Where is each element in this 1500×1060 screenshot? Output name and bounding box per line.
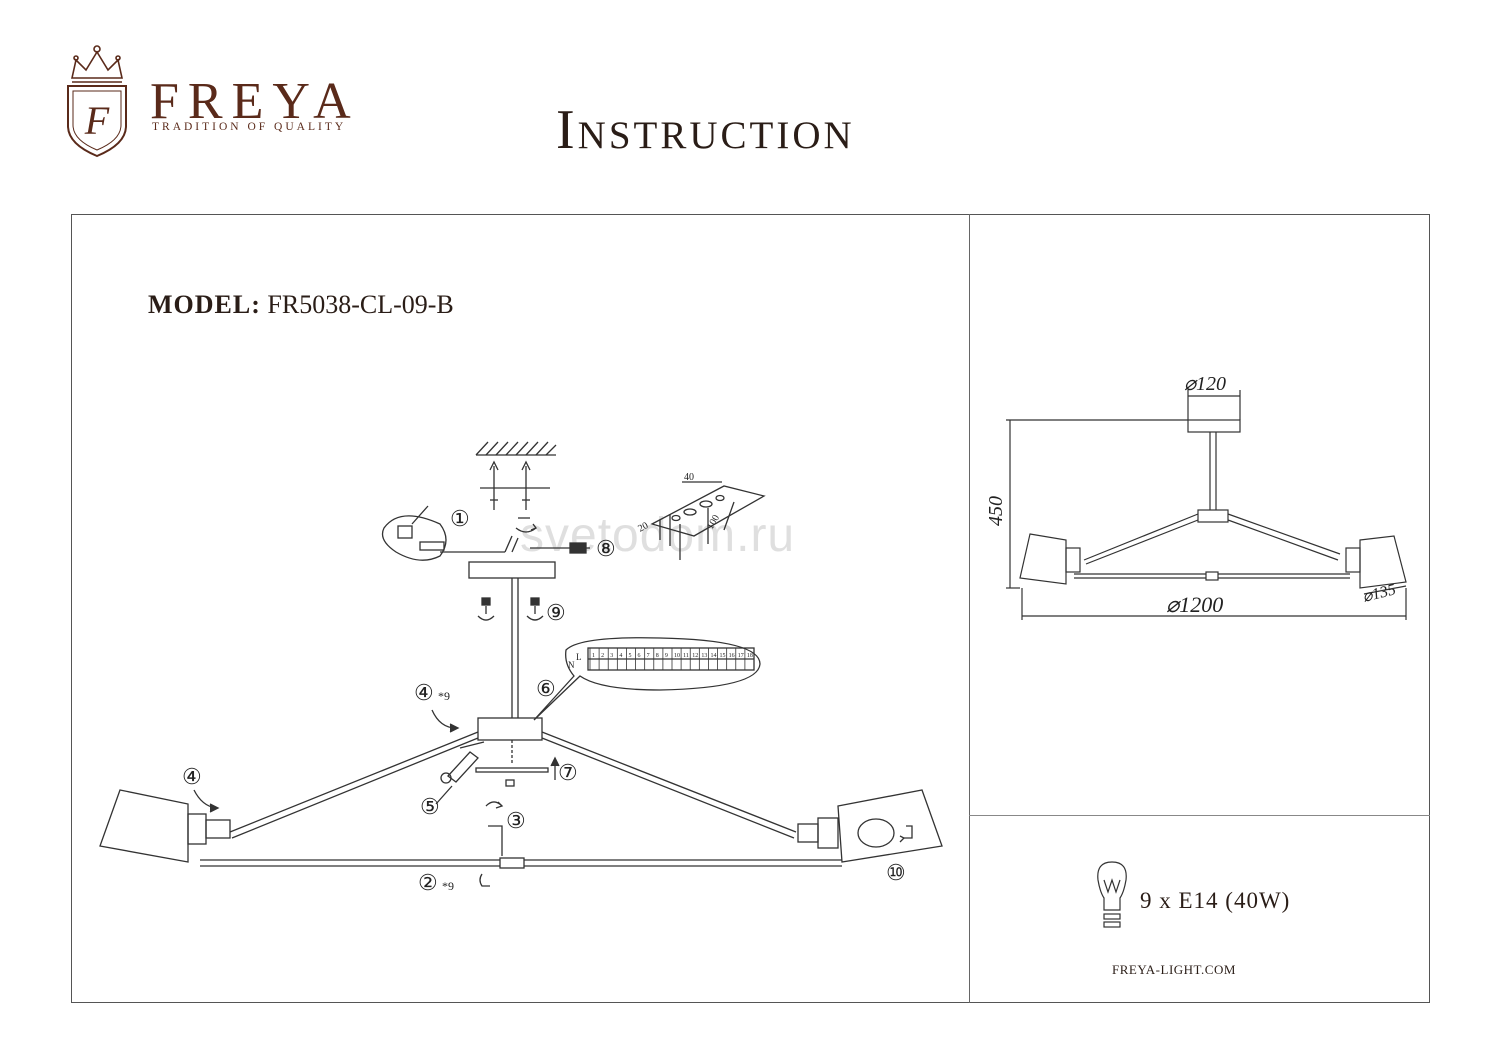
screw-icon xyxy=(530,542,590,554)
hole-table-column: 11 xyxy=(683,653,689,659)
step-4-shade: ④ xyxy=(182,764,202,789)
step-4-multiplier: *9 xyxy=(438,689,450,703)
horizontal-divider xyxy=(969,815,1430,816)
hole-table-callout xyxy=(533,637,761,721)
step-2: ② xyxy=(418,870,438,895)
wiring-detail-icon xyxy=(381,505,519,561)
page-title: Instruction xyxy=(556,99,855,161)
step-5: ⑤ xyxy=(420,794,440,819)
vertical-divider xyxy=(969,214,970,1003)
hole-table-column: 14 xyxy=(710,653,716,659)
right-shade-icon xyxy=(797,789,943,863)
model-value: FR5038-CL-09-B xyxy=(267,290,454,319)
hole-table-column: 4 xyxy=(619,653,622,659)
dim-height: 450 xyxy=(985,496,1007,526)
step-3: ③ xyxy=(506,808,526,833)
crown-icon xyxy=(71,45,123,83)
model-line: MODEL: FR5038-CL-09-B xyxy=(148,290,454,320)
step-1: ① xyxy=(450,506,470,531)
hole-table-column: 16 xyxy=(729,653,735,659)
watermark: svetodom.ru xyxy=(520,509,796,562)
brand-name: FREYA xyxy=(150,73,360,130)
ceiling-hatch-icon xyxy=(475,441,557,456)
step-9: ⑨ xyxy=(546,600,566,625)
bulb-spec: 9 x E14 (40W) xyxy=(1140,888,1291,913)
hole-table-column: 7 xyxy=(647,653,650,659)
dimension-drawing: ⌀120 450 ⌀1200 ⌀135 xyxy=(985,373,1407,620)
hole-table-column: 17 xyxy=(738,653,744,659)
brand-tagline: TRADITION OF QUALITY xyxy=(152,121,347,133)
step-10: ⑩ xyxy=(886,860,906,885)
light-bulb-icon xyxy=(1097,861,1127,928)
step-2-multiplier: *9 xyxy=(442,879,454,893)
hole-table-column: 1 xyxy=(592,653,595,659)
canopy-screw-icon xyxy=(477,597,544,621)
logo-letter: F xyxy=(84,98,110,143)
hole-table-label-l: L xyxy=(576,652,582,662)
canopy-icon xyxy=(468,561,556,579)
hole-table-column: 6 xyxy=(638,653,641,659)
hole-table-column: 12 xyxy=(692,653,698,659)
step-4-hub: ④ xyxy=(414,680,434,705)
dim-shade: ⌀135 xyxy=(1361,581,1398,606)
dim-canopy: ⌀120 xyxy=(1184,373,1226,395)
hole-table-column: 10 xyxy=(674,653,680,659)
hole-table-column: 13 xyxy=(701,653,707,659)
plate-dim-b: 20 xyxy=(636,520,650,534)
step-6: ⑥ xyxy=(536,676,556,701)
step-8: ⑧ xyxy=(596,536,616,561)
mounting-plate-icon xyxy=(650,481,766,560)
hole-table-column: 2 xyxy=(601,653,604,659)
right-shade-outline xyxy=(1359,535,1407,589)
dim-span: ⌀1200 xyxy=(1166,592,1223,617)
left-shade-icon xyxy=(99,789,231,863)
bulb-icon xyxy=(857,818,895,848)
hole-table-column: 15 xyxy=(720,653,726,659)
hub-icon xyxy=(477,717,543,741)
hole-table-column: 5 xyxy=(628,653,631,659)
freya-crest-logo: F xyxy=(67,45,127,158)
hole-table-column: 3 xyxy=(610,653,613,659)
canopy-outline xyxy=(1187,419,1241,433)
hole-table-column: 9 xyxy=(665,653,668,659)
hole-table-column: 8 xyxy=(656,653,659,659)
plate-dim-a: 40 xyxy=(684,472,694,483)
website-link[interactable]: FREYA-LIGHT.COM xyxy=(1112,962,1236,977)
hole-table-label-n: N xyxy=(568,660,575,670)
step-7: ⑦ xyxy=(558,760,578,785)
hole-table-column: 18 xyxy=(747,653,753,659)
ceiling-bracket-icon xyxy=(480,460,550,533)
shield-icon xyxy=(67,85,127,158)
hex-key-icon xyxy=(485,801,504,856)
model-label: MODEL: xyxy=(148,290,261,319)
wrench-icon xyxy=(440,741,485,784)
content-frame xyxy=(71,214,1430,1003)
left-shade-outline xyxy=(1019,533,1067,585)
